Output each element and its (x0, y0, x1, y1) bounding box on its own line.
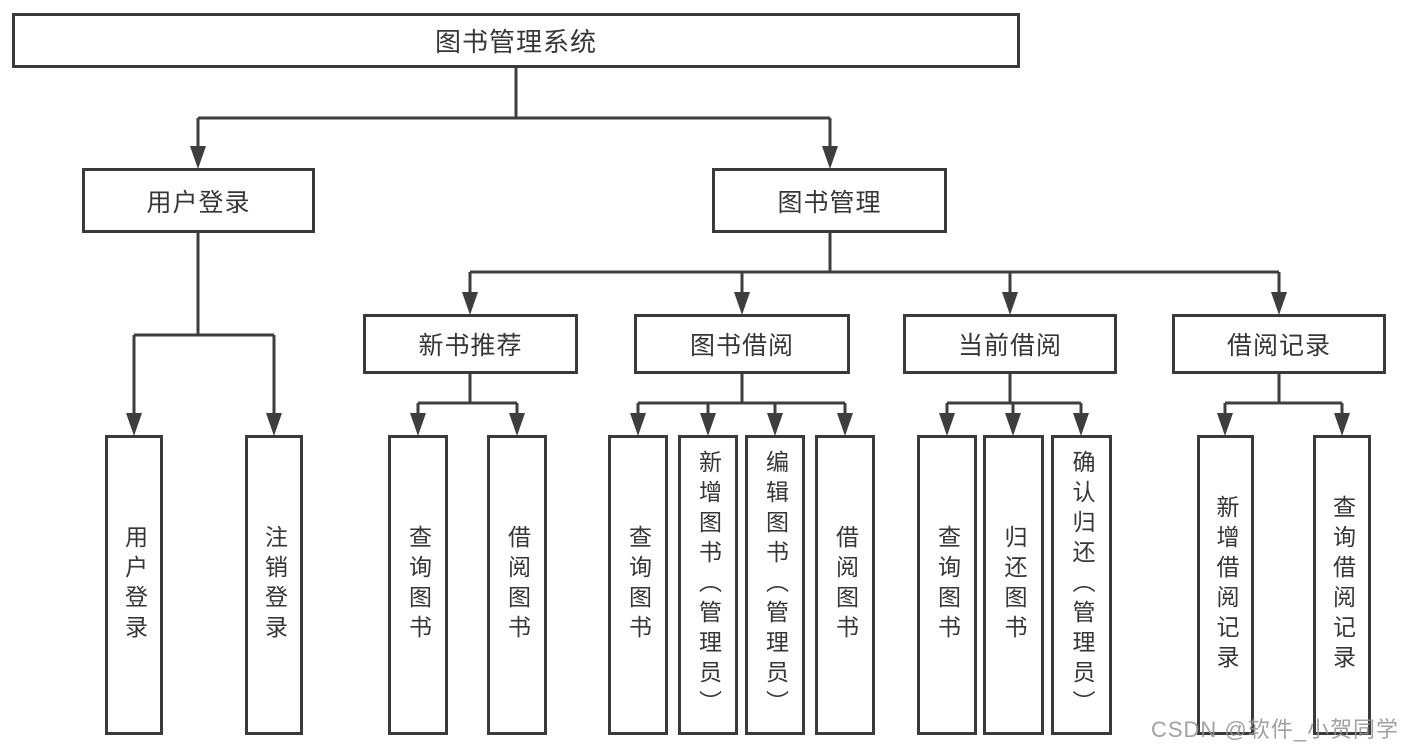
node-label: 归还图书 (1001, 525, 1027, 645)
node-label: 用户登录 (121, 525, 148, 645)
leaf-confirm-return-admin: 确认归还（管理员） (1051, 435, 1112, 735)
node-label: 查询图书 (405, 525, 432, 645)
node-label: 查询图书 (625, 525, 652, 645)
watermark: CSDN @软件_小贺同学 (1150, 717, 1399, 742)
arrowheads (126, 146, 1350, 436)
node-book-borrowing: 图书借阅 (634, 314, 850, 374)
node-label: 查询图书 (934, 525, 961, 645)
node-label: 新书推荐 (418, 332, 523, 360)
node-label: 借阅图书 (832, 525, 859, 645)
node-label: 查询借阅记录 (1329, 495, 1356, 675)
node-label: 图书管理系统 (434, 27, 597, 57)
node-label: 借阅记录 (1226, 332, 1331, 360)
node-label: 编辑图书（管理员） (762, 450, 789, 720)
node-label: 新增图书（管理员） (695, 450, 722, 720)
node-label: 当前借阅 (957, 332, 1062, 360)
node-current-borrowing: 当前借阅 (903, 314, 1117, 374)
node-label: 图书借阅 (689, 332, 794, 360)
node-new-book-recommend: 新书推荐 (363, 314, 578, 374)
leaf-borrow-book: 借阅图书 (487, 435, 547, 735)
node-book-management: 图书管理 (712, 168, 947, 233)
leaf-query-book: 查询图书 (388, 435, 448, 735)
leaf-add-borrow-record: 新增借阅记录 (1197, 435, 1254, 735)
node-library-management-system: 图书管理系统 (12, 13, 1020, 68)
node-label: 图书管理 (777, 188, 882, 217)
node-label: 新增借阅记录 (1213, 495, 1239, 675)
node-label: 借阅图书 (504, 525, 531, 645)
node-borrowing-records: 借阅记录 (1172, 314, 1386, 374)
leaf-query-book: 查询图书 (917, 435, 977, 735)
leaf-user-login: 用户登录 (105, 435, 163, 735)
leaf-query-borrow-record: 查询借阅记录 (1313, 435, 1371, 735)
leaf-query-book: 查询图书 (608, 435, 668, 735)
node-user-login: 用户登录 (82, 168, 315, 233)
node-label: 注销登录 (261, 525, 288, 645)
leaf-add-book-admin: 新增图书（管理员） (678, 435, 738, 735)
leaf-return-book: 归还图书 (983, 435, 1044, 735)
leaf-logout-login: 注销登录 (245, 435, 303, 735)
node-label: 用户登录 (146, 188, 251, 217)
leaf-edit-book-admin: 编辑图书（管理员） (745, 435, 805, 735)
node-label: 确认归还（管理员） (1069, 450, 1095, 720)
leaf-borrow-book: 借阅图书 (815, 435, 875, 735)
